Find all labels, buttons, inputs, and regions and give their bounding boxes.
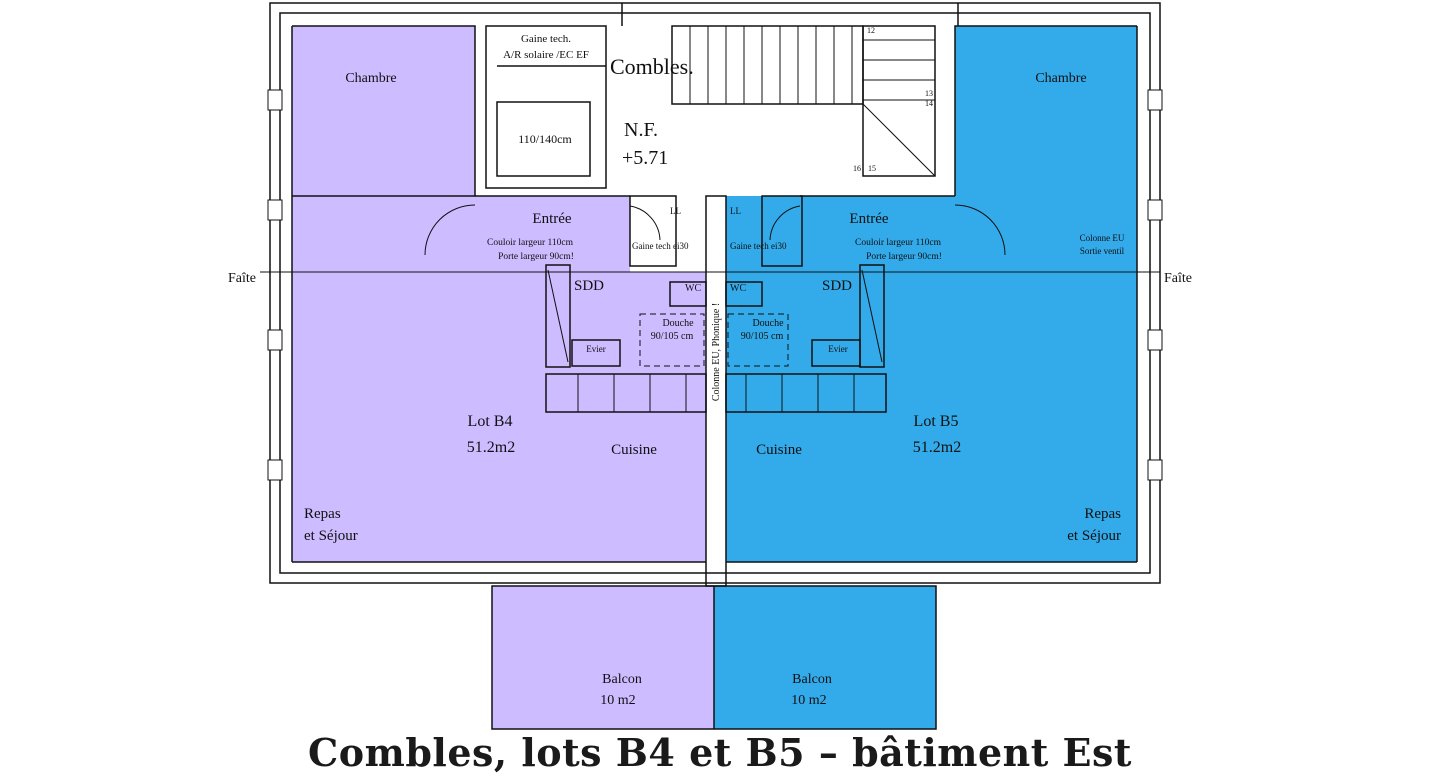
b5-ll: LL bbox=[730, 206, 741, 216]
b4-porte-note: Porte largeur 90cm! bbox=[498, 252, 574, 262]
b4-evier: Evier bbox=[586, 344, 606, 354]
b4-couloir-note: Couloir largeur 110cm bbox=[487, 238, 574, 248]
ridge-label-right: Faîte bbox=[1164, 271, 1192, 286]
b5-sortie-ventil: Sortie ventil bbox=[1080, 246, 1125, 256]
b5-chambre: Chambre bbox=[1035, 71, 1086, 86]
b5-douche: Douche bbox=[752, 318, 784, 329]
shower-trays bbox=[639, 313, 789, 367]
b5-couloir-note: Couloir largeur 110cm bbox=[855, 238, 942, 248]
b4-lot-area: 51.2m2 bbox=[467, 439, 515, 456]
lot-b5-area bbox=[714, 26, 1137, 729]
b5-lot-area: 51.2m2 bbox=[913, 439, 961, 456]
stair-step-12: 12 bbox=[867, 26, 875, 35]
b5-douche-size: 90/105 cm bbox=[741, 331, 784, 342]
b4-lot-name: Lot B4 bbox=[468, 413, 513, 430]
walls bbox=[260, 2, 1161, 730]
b5-lot-name: Lot B5 bbox=[914, 413, 959, 430]
b5-colonne-eu: Colonne EU bbox=[1080, 233, 1125, 243]
ridge-label-left: Faîte bbox=[228, 271, 256, 286]
b5-gaine: Gaine tech ei30 bbox=[730, 241, 787, 251]
lot-b4-area bbox=[292, 26, 714, 729]
b4-ll: LL bbox=[670, 206, 681, 216]
b5-cuisine: Cuisine bbox=[756, 442, 802, 458]
b4-balcon: Balcon bbox=[602, 672, 642, 687]
combles-label: Combles. bbox=[610, 54, 694, 79]
b4-chambre: Chambre bbox=[345, 71, 396, 86]
gaine-line1: Gaine tech. bbox=[521, 33, 571, 45]
b4-douche: Douche bbox=[662, 318, 694, 329]
b5-balcon-area: 10 m2 bbox=[791, 693, 826, 708]
b4-repas: Repas bbox=[304, 506, 341, 522]
b4-entree: Entrée bbox=[532, 211, 571, 227]
b5-repas: Repas bbox=[1084, 506, 1121, 522]
b4-douche-size: 90/105 cm bbox=[651, 331, 694, 342]
plan-caption: Combles, lots B4 et B5 – bâtiment Est bbox=[308, 730, 1132, 775]
b4-balcon-area: 10 m2 bbox=[600, 693, 635, 708]
level-value: +5.71 bbox=[622, 147, 668, 169]
door-swings bbox=[424, 204, 1006, 256]
level-label: N.F. bbox=[624, 119, 658, 141]
stair-step-16: 16 bbox=[853, 164, 861, 173]
gaine-line2: A/R solaire /EC EF bbox=[503, 49, 589, 61]
stair-step-13: 13 bbox=[925, 89, 933, 98]
b5-sdd: SDD bbox=[822, 278, 852, 294]
b4-cuisine: Cuisine bbox=[611, 442, 657, 458]
shaft-size: 110/140cm bbox=[518, 132, 572, 146]
b5-entree: Entrée bbox=[849, 211, 888, 227]
b4-sejour: et Séjour bbox=[304, 528, 358, 544]
window-marks bbox=[267, 89, 1163, 481]
b5-sejour: et Séjour bbox=[1067, 528, 1121, 544]
stair-step-14: 14 bbox=[925, 99, 933, 108]
stair-step-15: 15 bbox=[868, 164, 876, 173]
colonne-central: Colonne EU, Phonique ! bbox=[711, 303, 722, 401]
b5-wc: WC bbox=[730, 283, 746, 294]
b5-porte-note: Porte largeur 90cm! bbox=[866, 252, 942, 262]
b5-evier: Evier bbox=[828, 344, 848, 354]
b5-balcon: Balcon bbox=[792, 672, 832, 687]
b4-sdd: SDD bbox=[574, 278, 604, 294]
stair-steps bbox=[547, 26, 936, 412]
b4-wc: WC bbox=[685, 283, 701, 294]
b4-gaine: Gaine tech ei30 bbox=[632, 241, 689, 251]
